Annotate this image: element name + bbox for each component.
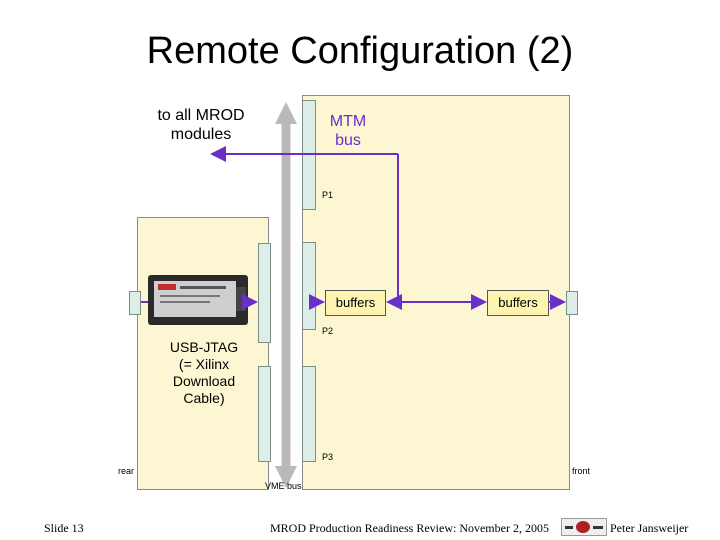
usb-jtag-label: USB-JTAG (= Xilinx Download Cable) (169, 339, 239, 406)
p1-label: P1 (322, 190, 334, 200)
slide-title: Remote Configuration (2) (146, 30, 574, 72)
vme-bus-label: VME bus (265, 481, 302, 491)
footer-center-text: MROD Production Readiness Review: Novemb… (270, 521, 549, 535)
usb-jtag-device-image (148, 275, 248, 325)
buffer-left: buffers (325, 290, 386, 316)
rear-p3-connector (258, 366, 271, 462)
author-name: Peter Jansweijer (610, 521, 689, 535)
rear-panel-connector (129, 291, 141, 315)
p2-label: P2 (322, 326, 334, 336)
nikhef-logo-icon (561, 518, 607, 536)
rear-p2-connector (258, 243, 271, 343)
slide-number: Slide 13 (44, 521, 84, 535)
buffer-right: buffers (487, 290, 549, 316)
front-label: front (572, 466, 591, 476)
mrod-modules-label: to all MROD modules (157, 107, 245, 143)
rear-module-panel (137, 217, 269, 490)
p3-label: P3 (322, 452, 334, 462)
rear-label: rear (118, 466, 135, 476)
p3-connector (302, 366, 316, 462)
mtm-bus-label: MTM bus (329, 113, 367, 149)
front-panel-connector (566, 291, 578, 315)
